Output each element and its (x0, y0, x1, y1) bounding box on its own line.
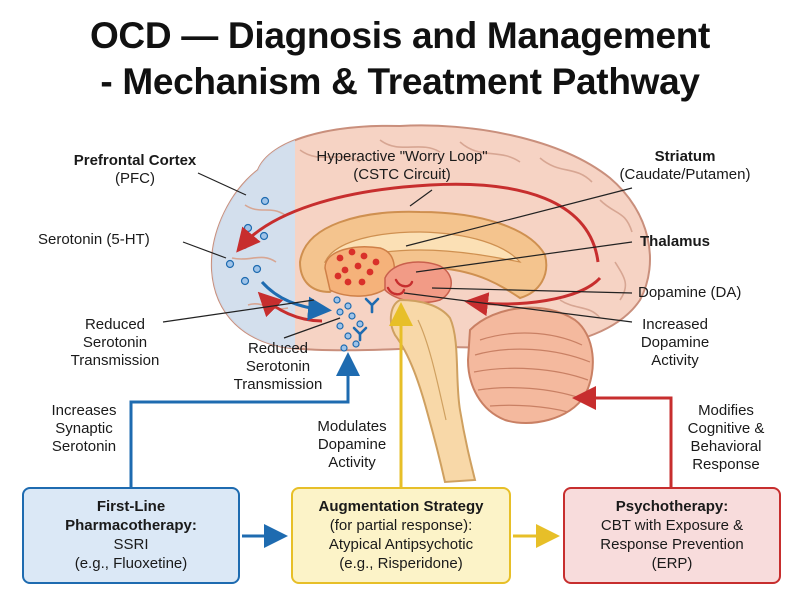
label-modda-line-3: Activity (328, 454, 376, 471)
leader-increased (403, 292, 633, 323)
leader-worry (409, 189, 433, 207)
label-striatum: Striatum (Caudate/Putamen) (596, 148, 774, 184)
label-incsyn-line-3: Serotonin (51, 438, 117, 455)
label-pfc-title: Prefrontal Cortex (73, 152, 197, 169)
label-incsyn-line-1: Increases (51, 402, 117, 419)
label-worry-loop: Hyperactive "Worry Loop" (CSTC Circuit) (302, 148, 502, 184)
psychotherapy-box: Psychotherapy: CBT with Exposure & Respo… (563, 487, 781, 584)
leader-striatum (405, 187, 633, 247)
label-reduced-2-line-1: Reduced (247, 340, 309, 357)
label-increased-line-1: Increased (642, 316, 708, 333)
leader-reduced-1 (162, 299, 315, 323)
box2-title: Augmentation Strategy (318, 498, 484, 515)
leader-dopamine (431, 287, 633, 294)
label-reduced-1-line-1: Reduced (84, 316, 146, 333)
label-modda-line-1: Modulates (317, 418, 387, 435)
label-modda-line-2: Dopamine (317, 436, 387, 453)
label-modcog-line-1: Modifies (698, 402, 754, 419)
box2-line-3: (e.g., Risperidone) (339, 555, 463, 572)
leader-serotonin (182, 241, 227, 259)
page-title-line-1: OCD — Diagnosis and Management (89, 15, 711, 56)
box1-line-1: SSRI (113, 536, 149, 553)
label-reduced-2-line-3: Transmission (233, 376, 323, 393)
serotonin-flow-arrow (260, 281, 332, 321)
leader-reduced-2 (283, 317, 341, 339)
label-reduced-1-line-3: Transmission (70, 352, 160, 369)
label-reduced-serotonin-2: Reduced Serotonin Transmission (222, 340, 334, 394)
box3-title: Psychotherapy: (615, 498, 729, 515)
box3-line-2: Response Prevention (600, 536, 744, 553)
label-reduced-serotonin-1: Reduced Serotonin Transmission (60, 316, 170, 370)
label-increased-dopamine: Increased Dopamine Activity (630, 316, 720, 370)
box1-title-1: First-Line (96, 498, 166, 515)
box2-line-2: Atypical Antipsychotic (328, 536, 474, 553)
label-modcog-line-2: Cognitive & (687, 420, 765, 437)
label-striatum-sub: (Caudate/Putamen) (619, 166, 751, 183)
label-worry-line-2: (CSTC Circuit) (353, 166, 451, 183)
label-modcog-line-4: Response (692, 456, 760, 473)
label-increased-line-2: Dopamine (640, 334, 710, 351)
label-pfc: Prefrontal Cortex (PFC) (62, 152, 208, 188)
label-thalamus: Thalamus (640, 233, 710, 251)
label-increases-serotonin: Increases Synaptic Serotonin (38, 402, 130, 456)
label-reduced-1-line-2: Serotonin (82, 334, 148, 351)
box3-line-1: CBT with Exposure & (600, 517, 744, 534)
first-line-pharmacotherapy-box: First-Line Pharmacotherapy: SSRI (e.g., … (22, 487, 240, 584)
leader-thalamus (415, 241, 633, 273)
box2-line-1: (for partial response): (329, 517, 473, 534)
label-modcog-line-3: Behavioral (690, 438, 762, 455)
ssri-to-synapse-arrow (129, 352, 360, 487)
augmentation-strategy-box: Augmentation Strategy (for partial respo… (291, 487, 511, 584)
box3-line-3: (ERP) (651, 555, 693, 572)
box1-line-2: (e.g., Fluoxetine) (74, 555, 188, 572)
leader-pfc (197, 172, 247, 196)
page-title-line-2: - Mechanism & Treatment Pathway (100, 61, 700, 102)
label-increased-line-3: Activity (651, 352, 699, 369)
label-modifies-response: Modifies Cognitive & Behavioral Response (676, 402, 776, 474)
label-pfc-sub: (PFC) (115, 170, 155, 187)
box1-title-2: Pharmacotherapy: (65, 517, 197, 534)
label-thalamus-text: Thalamus (640, 233, 711, 250)
label-striatum-title: Striatum (654, 148, 716, 165)
label-reduced-2-line-2: Serotonin (245, 358, 311, 375)
label-worry-line-1: Hyperactive "Worry Loop" (316, 148, 488, 165)
label-serotonin: Serotonin (5-HT) (38, 231, 150, 248)
label-modulates-dopamine: Modulates Dopamine Activity (306, 418, 398, 472)
label-dopamine: Dopamine (DA) (638, 284, 742, 301)
cbt-to-brain-arrow (572, 386, 673, 487)
striatum (324, 246, 396, 297)
brainstem (389, 298, 477, 484)
loop-arrow-inner (257, 291, 323, 323)
label-incsyn-line-2: Synaptic (55, 420, 113, 437)
worry-loop-arrow-top (236, 182, 600, 263)
